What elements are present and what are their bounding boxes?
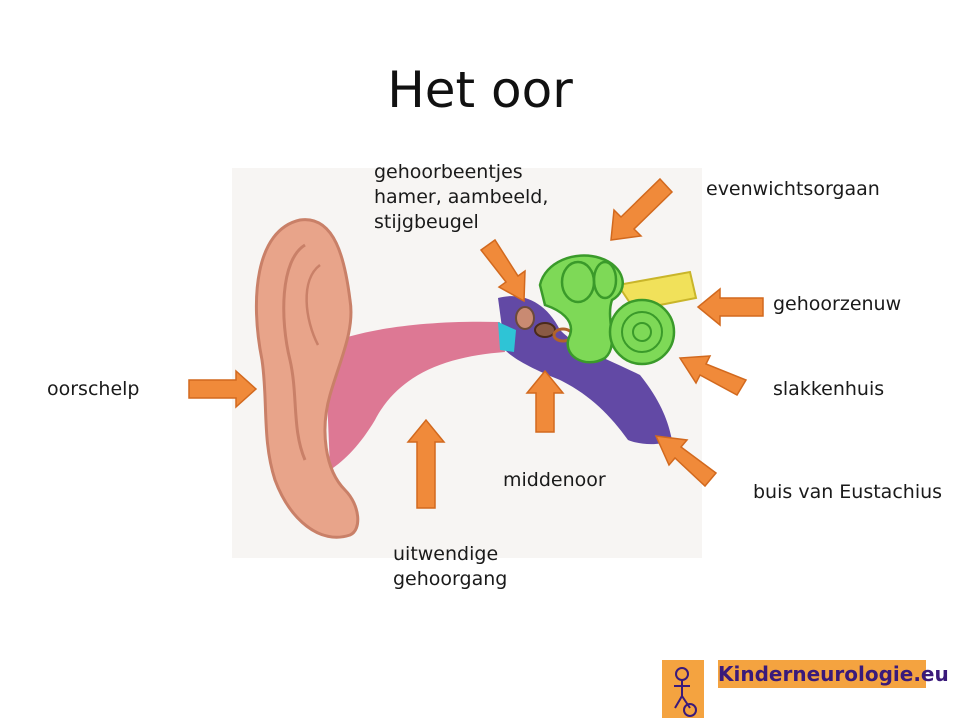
arrows	[188, 177, 764, 509]
pinna-shape	[254, 218, 360, 539]
arrow-slakkenhuis	[678, 355, 748, 397]
ear-canal-shape	[325, 321, 505, 470]
label-gehoorzenuw: gehoorzenuw	[773, 293, 902, 315]
label-gehoorgang-line2: gehoorgang	[393, 568, 508, 590]
label-evenwichtsorgaan: evenwichtsorgaan	[706, 178, 880, 200]
logo-icon	[662, 660, 704, 718]
ossicle-anvil	[534, 322, 556, 338]
ossicle-hammer	[515, 306, 535, 330]
label-gehoorbeentjes: gehoorbeentjes hamer, aambeeld, stijgbeu…	[374, 160, 548, 235]
logo-text[interactable]: Kinderneurologie.eu	[718, 660, 949, 688]
arrow-gehoorgang	[406, 418, 446, 509]
label-gehoorbeentjes-line2: hamer, aambeeld,	[374, 186, 549, 208]
label-middenoor: middenoor	[503, 469, 606, 491]
label-gehoorgang-line1: uitwendige	[393, 543, 499, 565]
label-oorschelp: oorschelp	[47, 378, 140, 400]
arrow-middenoor	[525, 369, 565, 433]
arrow-gehoorzenuw	[696, 287, 764, 327]
label-gehoorbeentjes-line3: stijgbeugel	[374, 211, 479, 233]
label-eustachius: buis van Eustachius	[753, 481, 943, 503]
eardrum-shape	[498, 322, 516, 352]
page-title: Het oor	[387, 61, 573, 119]
arrow-eustachius	[654, 435, 718, 488]
arrow-evenwichtsorgaan	[610, 177, 674, 241]
label-slakkenhuis: slakkenhuis	[773, 378, 885, 400]
label-gehoorgang: uitwendige gehoorgang	[393, 542, 507, 592]
arrow-oorschelp	[188, 369, 258, 409]
pinna-inner	[305, 264, 321, 346]
label-gehoorbeentjes-line1: gehoorbeentjes	[374, 161, 523, 183]
inner-ear-shape	[538, 254, 676, 366]
pinna-fold	[282, 243, 307, 461]
arrow-gehoorbeentjes	[479, 238, 526, 303]
